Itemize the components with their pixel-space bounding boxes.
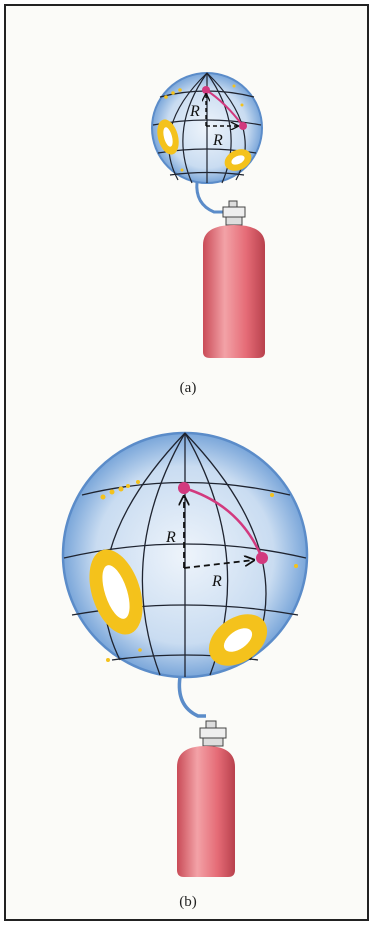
gas-tank-icon bbox=[177, 746, 235, 877]
balloon-a: R R bbox=[152, 73, 262, 183]
point-a1 bbox=[202, 86, 210, 94]
balloon-neck-a bbox=[197, 182, 225, 212]
point-a2 bbox=[239, 122, 247, 130]
balloon-neck-b bbox=[179, 677, 206, 716]
label-r-horizontal-a: R bbox=[212, 132, 223, 149]
panel-b: R R bbox=[63, 433, 307, 877]
caption-a: (a) bbox=[180, 380, 197, 396]
point-b2 bbox=[256, 552, 268, 564]
point-b1 bbox=[178, 482, 190, 494]
valve-icon bbox=[223, 201, 245, 225]
label-r-horizontal-b: R bbox=[211, 573, 222, 590]
gas-tank-icon bbox=[203, 225, 265, 358]
panel-a: R R bbox=[152, 73, 265, 358]
label-r-vertical-a: R bbox=[189, 103, 200, 120]
balloon-b: R R bbox=[63, 433, 307, 677]
caption-b: (b) bbox=[179, 894, 197, 910]
label-r-vertical-b: R bbox=[165, 529, 176, 546]
valve-icon bbox=[200, 721, 226, 746]
